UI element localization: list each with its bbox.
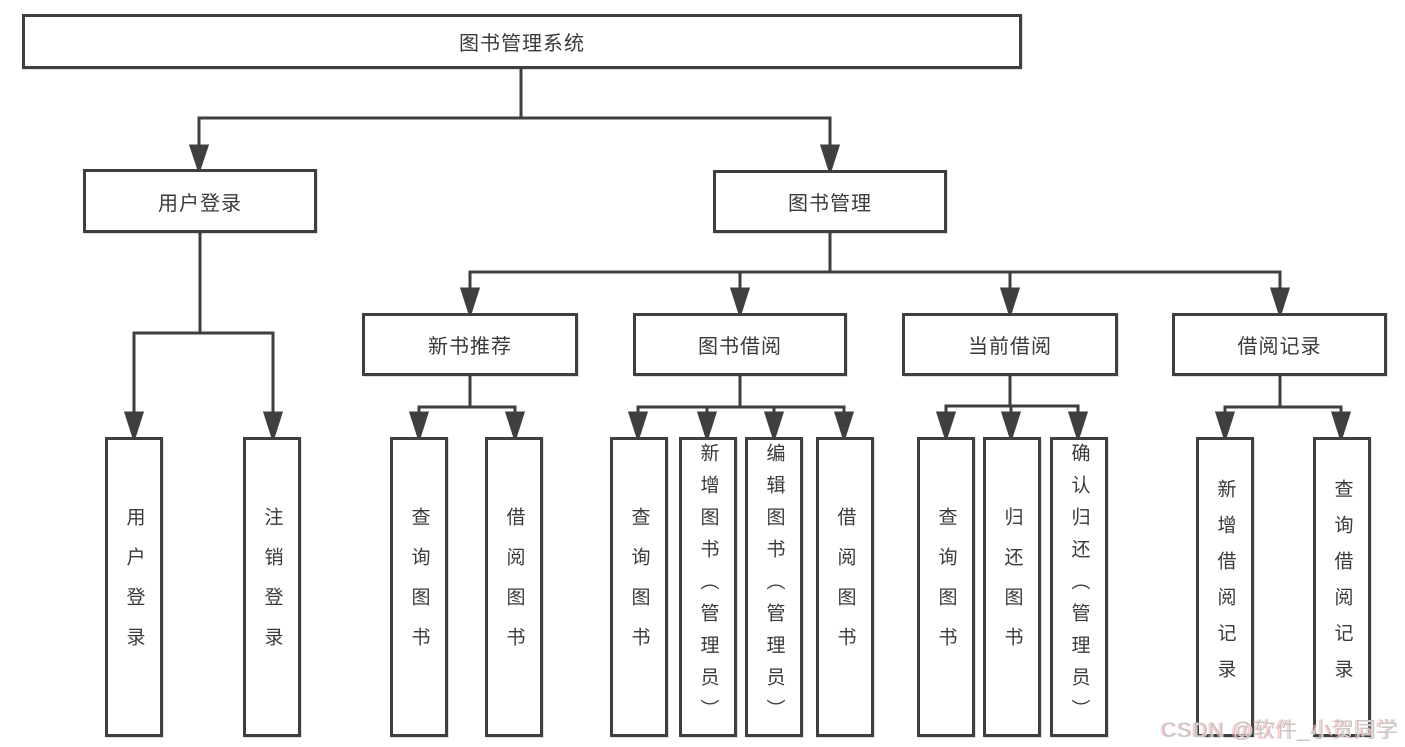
leaf-borrow-books-newbook: 借阅图书 [485,437,543,737]
leaf-query-books-current: 查询图书 [917,437,975,737]
arrowhead [819,144,841,176]
leaf-label: 注销登录 [261,507,283,667]
leaf-label: 新增借阅记录 [1214,479,1236,695]
arrowhead [833,411,855,443]
node-label: 图书管理系统 [459,33,585,55]
leaf-label: 用户登录 [123,507,145,667]
leaf-label: 查询图书 [408,507,430,667]
leaf-label: 借阅图书 [834,507,856,667]
arrowhead [999,287,1021,319]
leaf-user-login: 用户登录 [105,437,163,737]
node-label: 借阅记录 [1237,336,1322,358]
leaf-query-books-borrowing: 查询图书 [610,437,668,737]
leaf-label: 确认归还（管理员） [1068,443,1090,731]
leaf-label: 归还图书 [1001,507,1023,667]
node-borrowing-records: 借阅记录 [1172,313,1387,376]
leaf-borrow-books-borrowing: 借阅图书 [816,437,874,737]
leaf-edit-book-admin: 编辑图书（管理员） [745,437,803,737]
leaf-label: 新增图书（管理员） [697,443,719,731]
leaf-confirm-return-admin: 确认归还（管理员） [1050,437,1108,737]
arrowhead [262,411,284,443]
arrowhead [627,411,649,443]
node-label: 当前借阅 [968,336,1052,358]
leaf-query-books-newbook: 查询图书 [390,437,448,737]
leaf-label: 查询图书 [628,507,650,667]
arrowhead [729,287,751,319]
node-book-management: 图书管理 [713,170,947,233]
arrowhead [935,411,957,443]
leaf-add-book-admin: 新增图书（管理员） [679,437,737,737]
leaf-label: 借阅图书 [503,507,525,667]
leaf-return-books: 归还图书 [983,437,1041,737]
arrowhead [1000,411,1022,443]
leaf-label: 查询借阅记录 [1331,479,1353,695]
arrowhead [1214,411,1236,443]
leaf-logout: 注销登录 [243,437,301,737]
arrowhead [504,411,526,443]
csdn-watermark: CSDN @软件_小贺同学 [1161,719,1399,742]
arrowhead [1269,287,1291,319]
node-label: 新书推荐 [428,336,512,358]
node-library-management-system: 图书管理系统 [22,14,1022,69]
arrowhead [123,411,145,443]
arrowhead [763,411,785,443]
node-current-borrowing: 当前借阅 [902,313,1118,376]
leaf-add-borrow-record: 新增借阅记录 [1196,437,1254,737]
leaf-query-borrow-record: 查询借阅记录 [1313,437,1371,737]
node-book-borrowing: 图书借阅 [633,313,847,376]
arrowhead [1330,411,1352,443]
leaf-label: 查询图书 [935,507,957,667]
arrowhead [408,411,430,443]
arrowhead [1067,411,1089,443]
node-label: 图书管理 [788,193,872,215]
arrowhead [696,411,718,443]
node-label: 用户登录 [158,192,242,215]
node-label: 图书借阅 [698,336,782,358]
node-new-book-recommendation: 新书推荐 [362,313,578,376]
arrowhead [459,287,481,319]
arrowhead [188,144,210,175]
node-user-login: 用户登录 [83,169,317,233]
leaf-label: 编辑图书（管理员） [763,443,785,731]
